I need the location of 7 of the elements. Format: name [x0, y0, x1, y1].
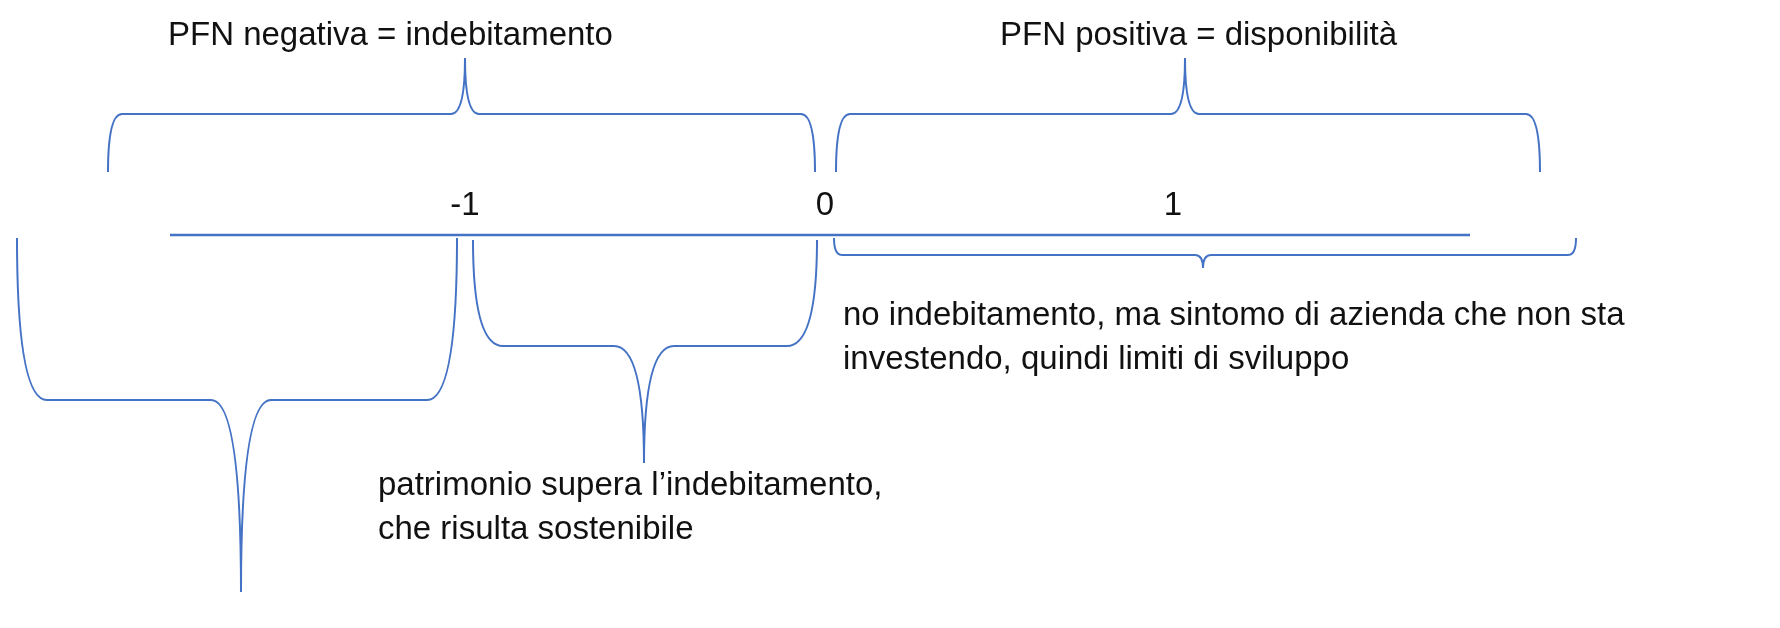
- tick-label: 0: [814, 184, 836, 224]
- note-text: patrimonio supera l’indebitamento, che risulta sostenibile: [378, 464, 884, 548]
- region-label: PFN positiva = disponibilità: [1000, 14, 1398, 54]
- region-label: PFN negativa = indebitamento: [168, 14, 613, 54]
- note-text: no indebitamento, ma sintomo di azienda che non sta investendo, quindi limiti di sviluppo: [843, 294, 1626, 378]
- tick-label: 1: [1162, 184, 1184, 224]
- tick-label: -1: [449, 184, 481, 224]
